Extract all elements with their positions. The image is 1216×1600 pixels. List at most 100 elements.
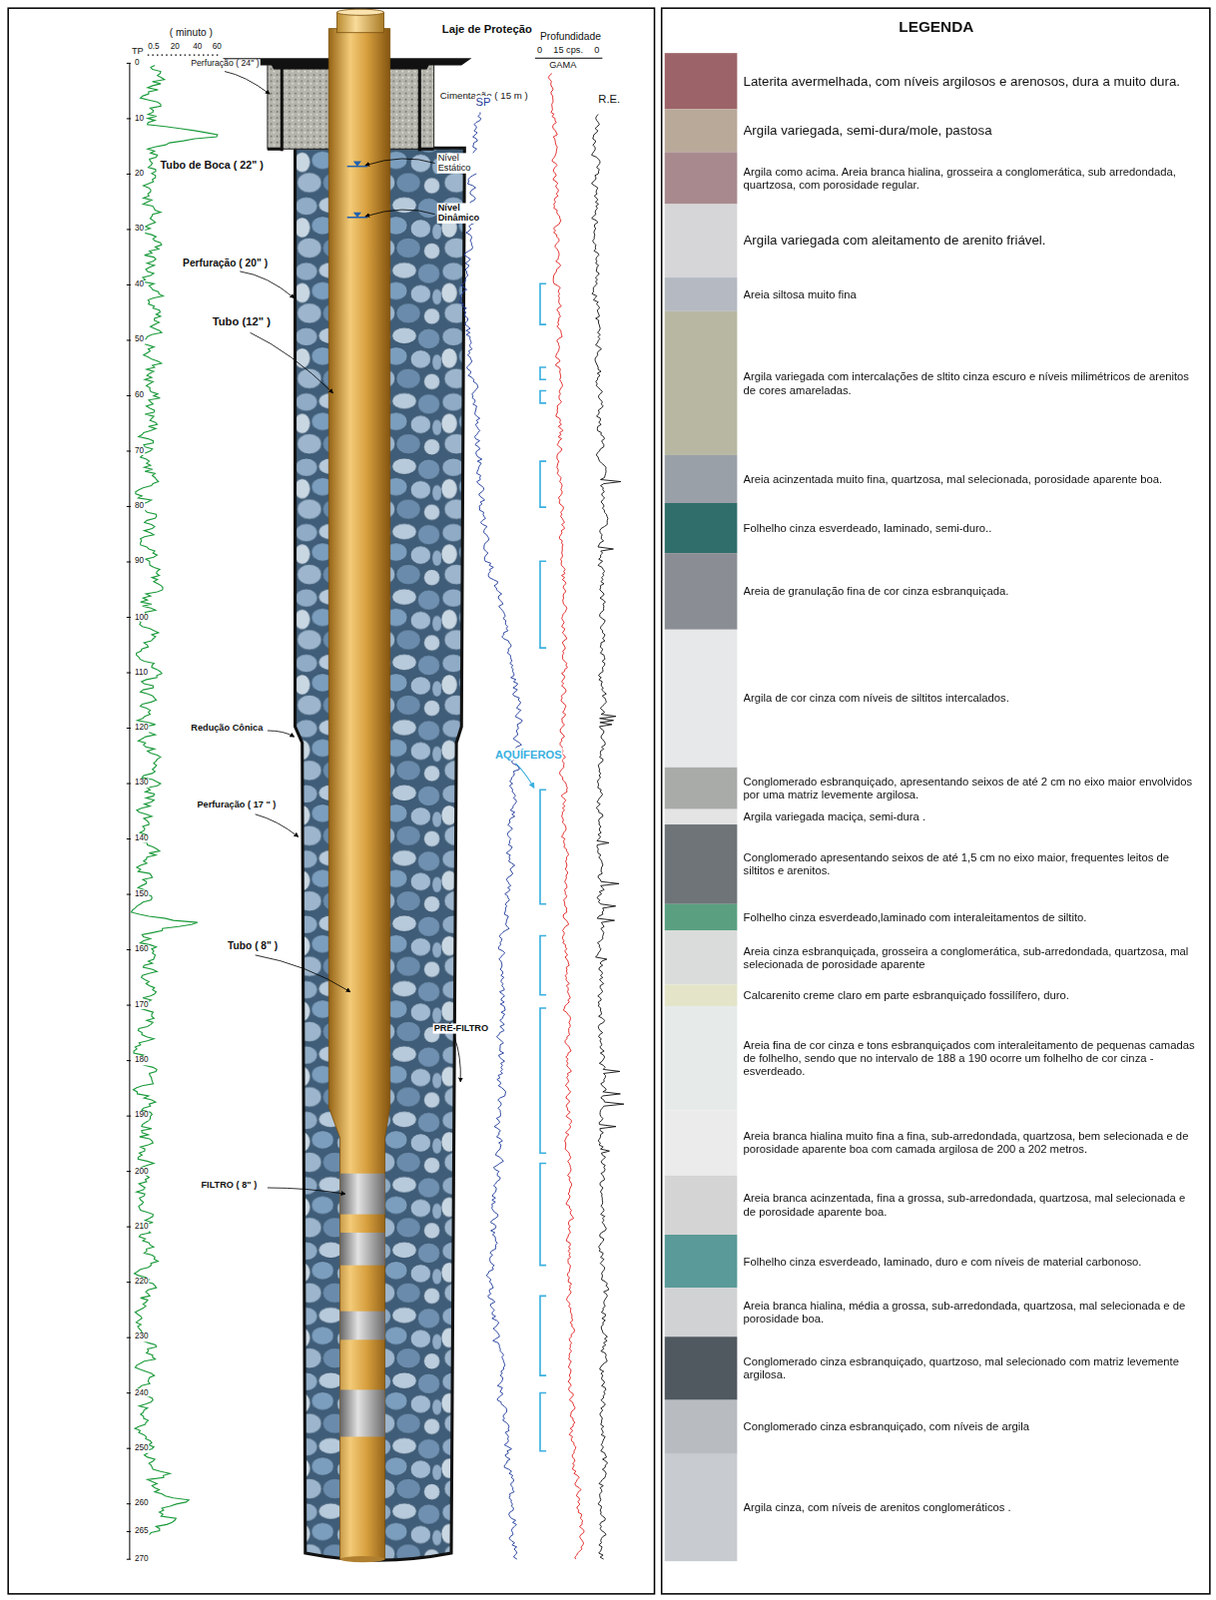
depth-tick <box>126 62 131 64</box>
aquifer-bracket <box>540 1392 547 1451</box>
legend-text: Argila variegada com intercalações de sl… <box>743 370 1202 398</box>
pipe-bottom <box>340 1556 386 1563</box>
tp-axis <box>142 54 219 56</box>
legend-swatch <box>664 1336 738 1400</box>
leader-line <box>255 814 299 837</box>
aquifer-bracket <box>540 561 547 648</box>
depth-tick <box>126 894 131 896</box>
legend-text: Argila variegada com aleitamento de aren… <box>743 232 1202 249</box>
depth-label: 250 <box>133 1444 150 1454</box>
gamma-scale-line <box>535 57 603 59</box>
legend-text: Areia fina de cor cinza e tons esbranqui… <box>743 1038 1202 1079</box>
depth-label: 30 <box>133 224 145 234</box>
legend-text: Folhelho cinza esverdeado,laminado com i… <box>743 910 1202 924</box>
aquifer-bracket <box>540 391 547 404</box>
leader-line <box>267 1188 346 1195</box>
filter-screen <box>340 1389 386 1437</box>
legend-text: Folhelho cinza esverdeado, laminado, dur… <box>743 1254 1202 1268</box>
annotation-label: 0 <box>536 45 544 56</box>
annotation-label: R.E. <box>597 92 621 105</box>
gamma-curve <box>548 73 585 1560</box>
aquifer-bracket <box>540 1008 547 1154</box>
legend-swatch <box>664 1176 738 1235</box>
leader-line <box>267 730 295 737</box>
legend-swatch <box>664 1110 738 1176</box>
annotation-label: Perfuração ( 17 " ) <box>195 799 277 810</box>
annotation-label: PRÉ-FILTRO <box>433 1023 491 1034</box>
depth-label: 220 <box>133 1277 150 1287</box>
annotation-label: Tubo (12" ) <box>211 315 272 328</box>
annotation-label: Perfuração ( 24" ) <box>189 58 260 69</box>
annotation-label: Perfuração ( 20" ) <box>181 257 269 269</box>
depth-tick <box>126 561 131 563</box>
static-level-mark <box>353 161 362 167</box>
legend-swatch <box>664 1400 738 1455</box>
legend-text: Conglomerado cinza esbranquiçado, com ní… <box>743 1420 1202 1434</box>
depth-tick <box>126 450 131 452</box>
legend-swatch <box>664 151 738 204</box>
filter-screen <box>340 1311 386 1341</box>
annotation-label: GAMA <box>548 60 578 71</box>
depth-label: 80 <box>133 502 145 512</box>
leader-line <box>454 1037 461 1083</box>
depth-label: 70 <box>133 446 145 456</box>
aquifer-bracket <box>540 367 547 380</box>
annotation-label: 60 <box>211 42 223 52</box>
legend-swatch <box>664 930 738 985</box>
depth-label: 190 <box>133 1111 150 1121</box>
legend-swatch <box>664 1287 738 1337</box>
leader-line <box>255 955 351 993</box>
legend-swatch <box>664 985 738 1007</box>
legend-heading: LEGENDA <box>897 17 975 35</box>
legend-swatch <box>664 629 738 768</box>
aquifer-bracket <box>540 461 547 508</box>
legend-swatch <box>664 824 738 905</box>
depth-label: 120 <box>133 723 150 733</box>
depth-tick <box>126 1559 131 1561</box>
depth-tick <box>126 1281 131 1283</box>
depth-label: 180 <box>133 1056 150 1066</box>
depth-tick <box>126 1116 131 1118</box>
sp-curve <box>459 111 523 1560</box>
log-curves <box>126 62 624 1560</box>
depth-label: 260 <box>133 1499 150 1509</box>
aquifer-bracket <box>540 1295 547 1376</box>
annotation-label: AQUÍFEROS <box>494 747 564 760</box>
aquifer-bracket <box>540 283 547 325</box>
annotation-label: 20 <box>169 42 181 52</box>
annotation-label: Profundidade <box>539 30 603 42</box>
legend-text: Areia de granulação fina de cor cinza es… <box>743 585 1202 599</box>
annotation-label: SP <box>475 95 493 108</box>
legend-text: Argila variegada maciça, semi-dura . <box>743 810 1202 824</box>
depth-label: 20 <box>133 169 145 179</box>
surface-casing-wall <box>280 64 284 151</box>
legend-text: Areia siltosa muito fina <box>743 287 1202 301</box>
legend-swatch <box>664 108 738 152</box>
leader-line <box>239 271 294 299</box>
legend-swatch <box>664 503 738 554</box>
depth-label: 240 <box>133 1388 150 1398</box>
filter-screen <box>340 1174 386 1216</box>
depth-label: 50 <box>133 335 145 345</box>
depth-label: 265 <box>133 1527 150 1537</box>
depth-tick <box>126 838 131 840</box>
legend-swatch <box>664 311 738 456</box>
profile-panel <box>7 7 654 1595</box>
depth-tick <box>126 1005 131 1007</box>
depth-label: 0 <box>133 58 141 68</box>
depth-label: 210 <box>133 1222 150 1232</box>
annotation-label: 40 <box>191 42 203 52</box>
legend-text: Argila variegada, semi-dura/mole, pastos… <box>743 122 1202 139</box>
depth-tick <box>126 1060 131 1062</box>
depth-label: 110 <box>133 667 149 677</box>
aquifer-bracket <box>540 789 547 904</box>
annotation-label: Tubo ( 8" ) <box>226 940 279 952</box>
leader-line <box>224 71 270 94</box>
annotation-label: Nível Dinâmico <box>437 202 489 223</box>
legend-text: Argila de cor cinza com níveis de siltit… <box>743 691 1202 705</box>
depth-tick <box>126 339 131 341</box>
annotation-label: TP <box>130 46 145 57</box>
depth-tick <box>126 727 131 729</box>
annotation-label: 0 <box>593 45 601 56</box>
annotation-label: 0.5 <box>146 42 160 52</box>
